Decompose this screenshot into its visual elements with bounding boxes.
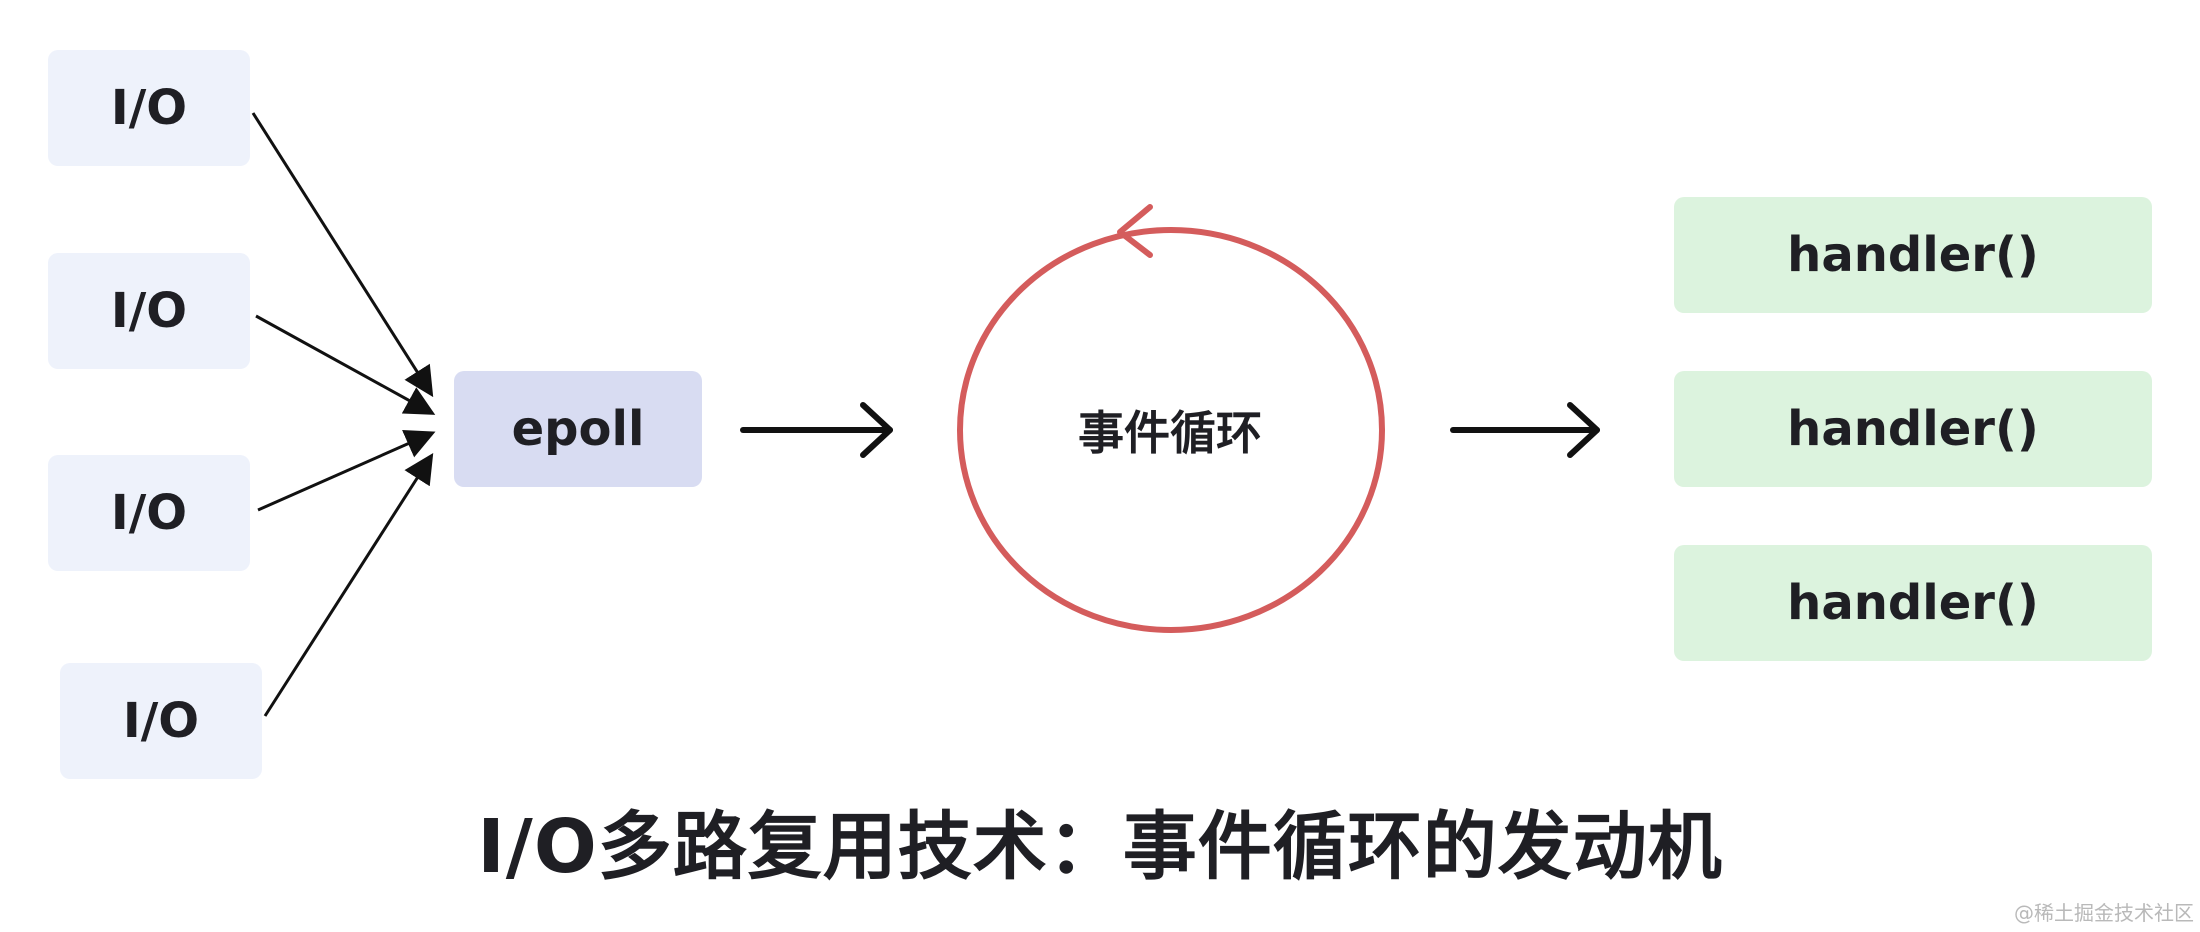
io-node-label: I/O [122, 693, 200, 749]
handler-node-1: handler() [1674, 197, 2152, 313]
handler-node-3: handler() [1674, 545, 2152, 661]
epoll-label: epoll [511, 401, 645, 457]
io-node-label: I/O [110, 485, 188, 541]
epoll-node: epoll [454, 371, 702, 487]
edge-io-1-to-epoll [251, 112, 434, 398]
handler-node-2: handler() [1674, 371, 2152, 487]
io-node-label: I/O [110, 80, 188, 136]
io-node-2: I/O [48, 253, 250, 369]
arrow-epoll-to-loop [740, 402, 893, 458]
handler-label: handler() [1787, 227, 2039, 283]
edge-io-2-to-epoll [255, 314, 436, 415]
handler-label: handler() [1787, 575, 2039, 631]
handler-label: handler() [1787, 401, 2039, 457]
event-loop-circle [957, 227, 1385, 633]
diagram-caption: I/O多路复用技术：事件循环的发动机 [477, 803, 1723, 890]
edge-io-4-to-epoll [263, 452, 434, 717]
edge-io-3-to-epoll [257, 429, 436, 512]
io-node-3: I/O [48, 455, 250, 571]
event-loop-direction-arrowhead [1117, 204, 1153, 258]
io-node-1: I/O [48, 50, 250, 166]
watermark: @稀土掘金技术社区 [2014, 901, 2194, 925]
arrow-loop-to-handlers [1450, 402, 1600, 458]
event-loop-label: 事件循环 [1078, 406, 1262, 460]
io-node-label: I/O [110, 283, 188, 339]
io-node-4: I/O [60, 663, 262, 779]
